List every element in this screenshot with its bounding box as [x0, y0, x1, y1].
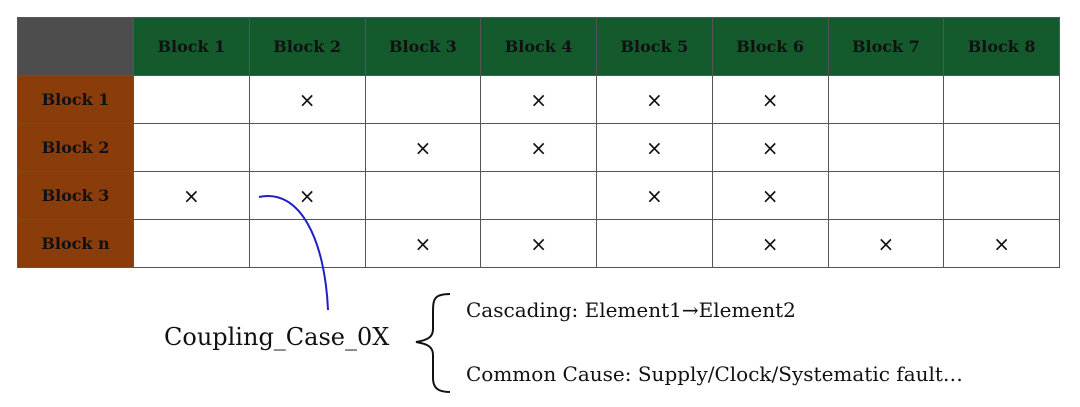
matrix-cell: [827, 171, 945, 220]
cascading-label: Cascading: Element1→Element2: [466, 298, 796, 322]
matrix-cell: [248, 123, 366, 172]
curly-brace: [415, 293, 451, 393]
matrix-cell: ×: [943, 219, 1060, 268]
matrix-cell: ×: [827, 219, 945, 268]
coupling-case-label: Coupling_Case_0X: [164, 323, 390, 351]
matrix-cell: [943, 75, 1060, 124]
matrix-cell: [596, 219, 713, 268]
connector-curve: [258, 194, 329, 311]
header-row: Block 1 Block 2 Block 3 Block 4 Block 5 …: [17, 17, 1060, 76]
matrix-row: Block 2 × × × ×: [17, 123, 1060, 172]
column-header: Block 7: [827, 17, 945, 76]
common-cause-label: Common Cause: Supply/Clock/Systematic fa…: [466, 362, 963, 386]
matrix-cell: ×: [711, 171, 829, 220]
matrix-row: Block 1 × × × ×: [17, 75, 1060, 124]
corner-cell: [17, 17, 134, 76]
column-header: Block 2: [248, 17, 366, 76]
matrix-cell: [364, 171, 482, 220]
matrix-cell: ×: [711, 123, 829, 172]
matrix-cell: ×: [711, 219, 829, 268]
matrix-cell: ×: [480, 219, 597, 268]
column-header: Block 3: [364, 17, 482, 76]
column-header: Block 8: [943, 17, 1060, 76]
matrix-row: Block 3 × × × ×: [17, 171, 1060, 220]
row-header: Block 2: [17, 123, 134, 172]
matrix-cell: [827, 75, 945, 124]
matrix-cell: ×: [596, 75, 713, 124]
row-header: Block n: [17, 219, 134, 268]
row-header: Block 3: [17, 171, 134, 220]
matrix-cell: ×: [364, 123, 482, 172]
row-header: Block 1: [17, 75, 134, 124]
matrix-cell: [827, 123, 945, 172]
matrix-cell: ×: [480, 75, 597, 124]
matrix-cell: ×: [248, 75, 366, 124]
matrix-cell: [133, 219, 250, 268]
matrix-row: Block n × × × × ×: [17, 219, 1060, 268]
matrix-cell: ×: [596, 123, 713, 172]
matrix-cell: [480, 171, 597, 220]
matrix-cell: ×: [364, 219, 482, 268]
dependency-matrix: Block 1 Block 2 Block 3 Block 4 Block 5 …: [17, 17, 1060, 268]
matrix-cell: [133, 123, 250, 172]
matrix-cell: ×: [133, 171, 250, 220]
column-header: Block 6: [711, 17, 829, 76]
matrix-cell: [133, 75, 250, 124]
matrix-cell: [943, 171, 1060, 220]
matrix-cell: [248, 219, 366, 268]
